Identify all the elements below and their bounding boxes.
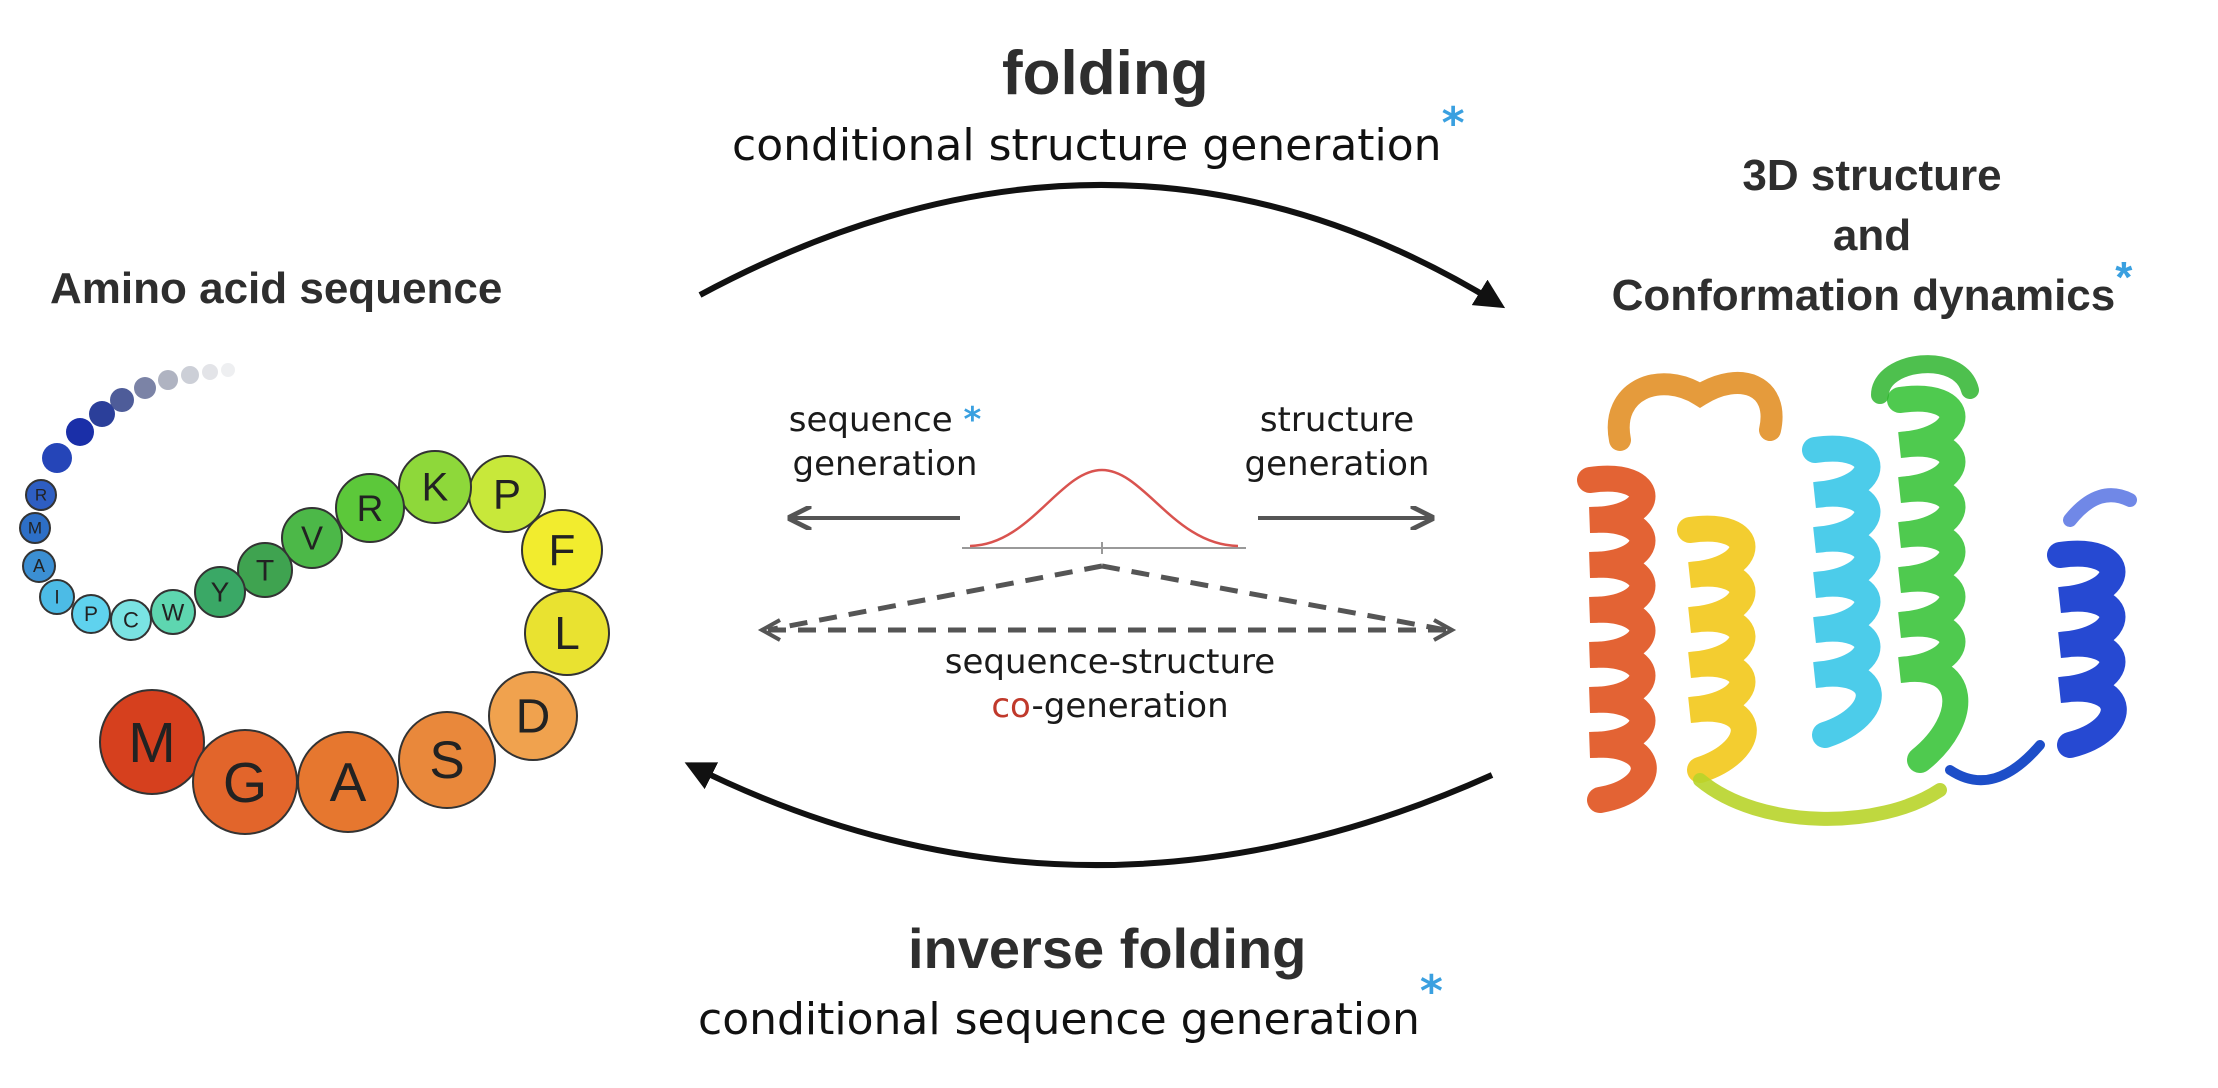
residue-bead <box>194 566 246 618</box>
residue-letter: S <box>429 731 464 790</box>
residue-bead-tail <box>110 388 134 412</box>
residue-letter: F <box>549 526 576 575</box>
residue-bead <box>150 589 196 635</box>
residue-bead-tail <box>221 363 235 377</box>
residue-bead <box>398 711 496 809</box>
structure-title-line1: 3D structure <box>1742 151 2002 200</box>
structure-generation-label: structure generation <box>1222 398 1452 486</box>
inverse-folding-arrow <box>684 762 1494 868</box>
structure-title: 3D structure and Conformation dynamics* <box>1572 146 2172 326</box>
inverse-folding-star-icon: * <box>1419 966 1443 1017</box>
structure-star-icon: * <box>2115 253 2133 302</box>
residue-bead <box>521 509 603 591</box>
co-generation-line1: sequence-structure <box>944 642 1276 682</box>
co-generation-rest: -generation <box>1031 686 1229 727</box>
residue-bead <box>281 507 343 569</box>
folding-title: folding <box>1002 39 1209 108</box>
residue-letter: W <box>162 599 185 626</box>
residue-bead-tail <box>202 364 218 380</box>
residue-letter: M <box>28 519 42 538</box>
folding-star-icon: * <box>1441 98 1465 149</box>
structure-title-line2: and <box>1832 211 1912 260</box>
folding-arrow <box>698 182 1506 309</box>
residue-bead-tail <box>42 443 72 473</box>
sequence-generation-label: sequence * generation <box>770 398 1000 486</box>
structure-title-line3-text: Conformation dynamics <box>1611 271 2116 320</box>
sequence-generation-line2: generation <box>792 444 978 485</box>
protein-structure-image <box>1577 355 2137 826</box>
structure-generation-line2: generation <box>1244 444 1430 485</box>
residue-letter: D <box>516 691 551 744</box>
residue-bead-tail <box>181 366 199 384</box>
residue-letter: G <box>223 751 267 815</box>
gaussian-distribution-icon <box>962 468 1246 554</box>
residue-letter: R <box>35 486 47 505</box>
residue-letter: M <box>128 711 175 775</box>
residue-bead <box>398 450 472 524</box>
residue-letter: R <box>357 488 384 529</box>
residue-bead <box>22 549 56 583</box>
residue-letter: P <box>84 603 98 626</box>
inverse-folding-subtitle: conditional sequence generation* <box>698 966 1443 1045</box>
residue-bead <box>99 689 205 795</box>
residue-bead-tail <box>66 418 94 446</box>
residue-bead <box>39 579 75 615</box>
co-generation-line2: co-generation <box>900 684 1320 728</box>
co-generation-label: sequence-structure co-generation <box>900 640 1320 728</box>
structure-generation-line1: structure <box>1259 400 1415 440</box>
residue-bead <box>524 590 610 676</box>
residue-letter: L <box>554 607 580 659</box>
residue-bead-tail <box>134 377 156 399</box>
structure-title-line3: Conformation dynamics* <box>1572 253 2172 326</box>
folding-subtitle: conditional structure generation* <box>732 98 1465 171</box>
residue-letter: C <box>123 608 139 633</box>
residue-letter: T <box>256 554 274 587</box>
sequence-star-icon: * <box>963 400 982 440</box>
residue-letter: V <box>301 519 323 556</box>
residue-letter: I <box>54 587 59 608</box>
residue-bead <box>25 479 57 511</box>
residue-bead-tail <box>158 370 178 390</box>
residue-letter: A <box>33 556 45 576</box>
amino-acid-sequence-title: Amino acid sequence <box>50 264 503 313</box>
residue-bead <box>71 594 111 634</box>
residue-bead <box>488 671 578 761</box>
residue-letter: K <box>422 466 449 510</box>
residue-letter: Y <box>211 577 230 608</box>
co-generation-arrows <box>767 563 1447 633</box>
residue-bead <box>19 512 51 544</box>
inverse-folding-title: inverse folding <box>908 917 1307 980</box>
sequence-generation-line1: sequence * <box>788 400 982 440</box>
folding-subtitle-text: conditional structure generation <box>732 120 1442 171</box>
residue-bead <box>110 599 152 641</box>
residue-bead <box>237 542 293 598</box>
residue-letter: A <box>330 751 367 813</box>
residue-bead <box>335 473 405 543</box>
residue-letter: P <box>493 470 521 517</box>
residue-bead-tail <box>89 401 115 427</box>
inverse-folding-subtitle-text: conditional sequence generation <box>698 994 1420 1045</box>
co-prefix: co <box>991 686 1032 727</box>
residue-bead <box>297 731 399 833</box>
